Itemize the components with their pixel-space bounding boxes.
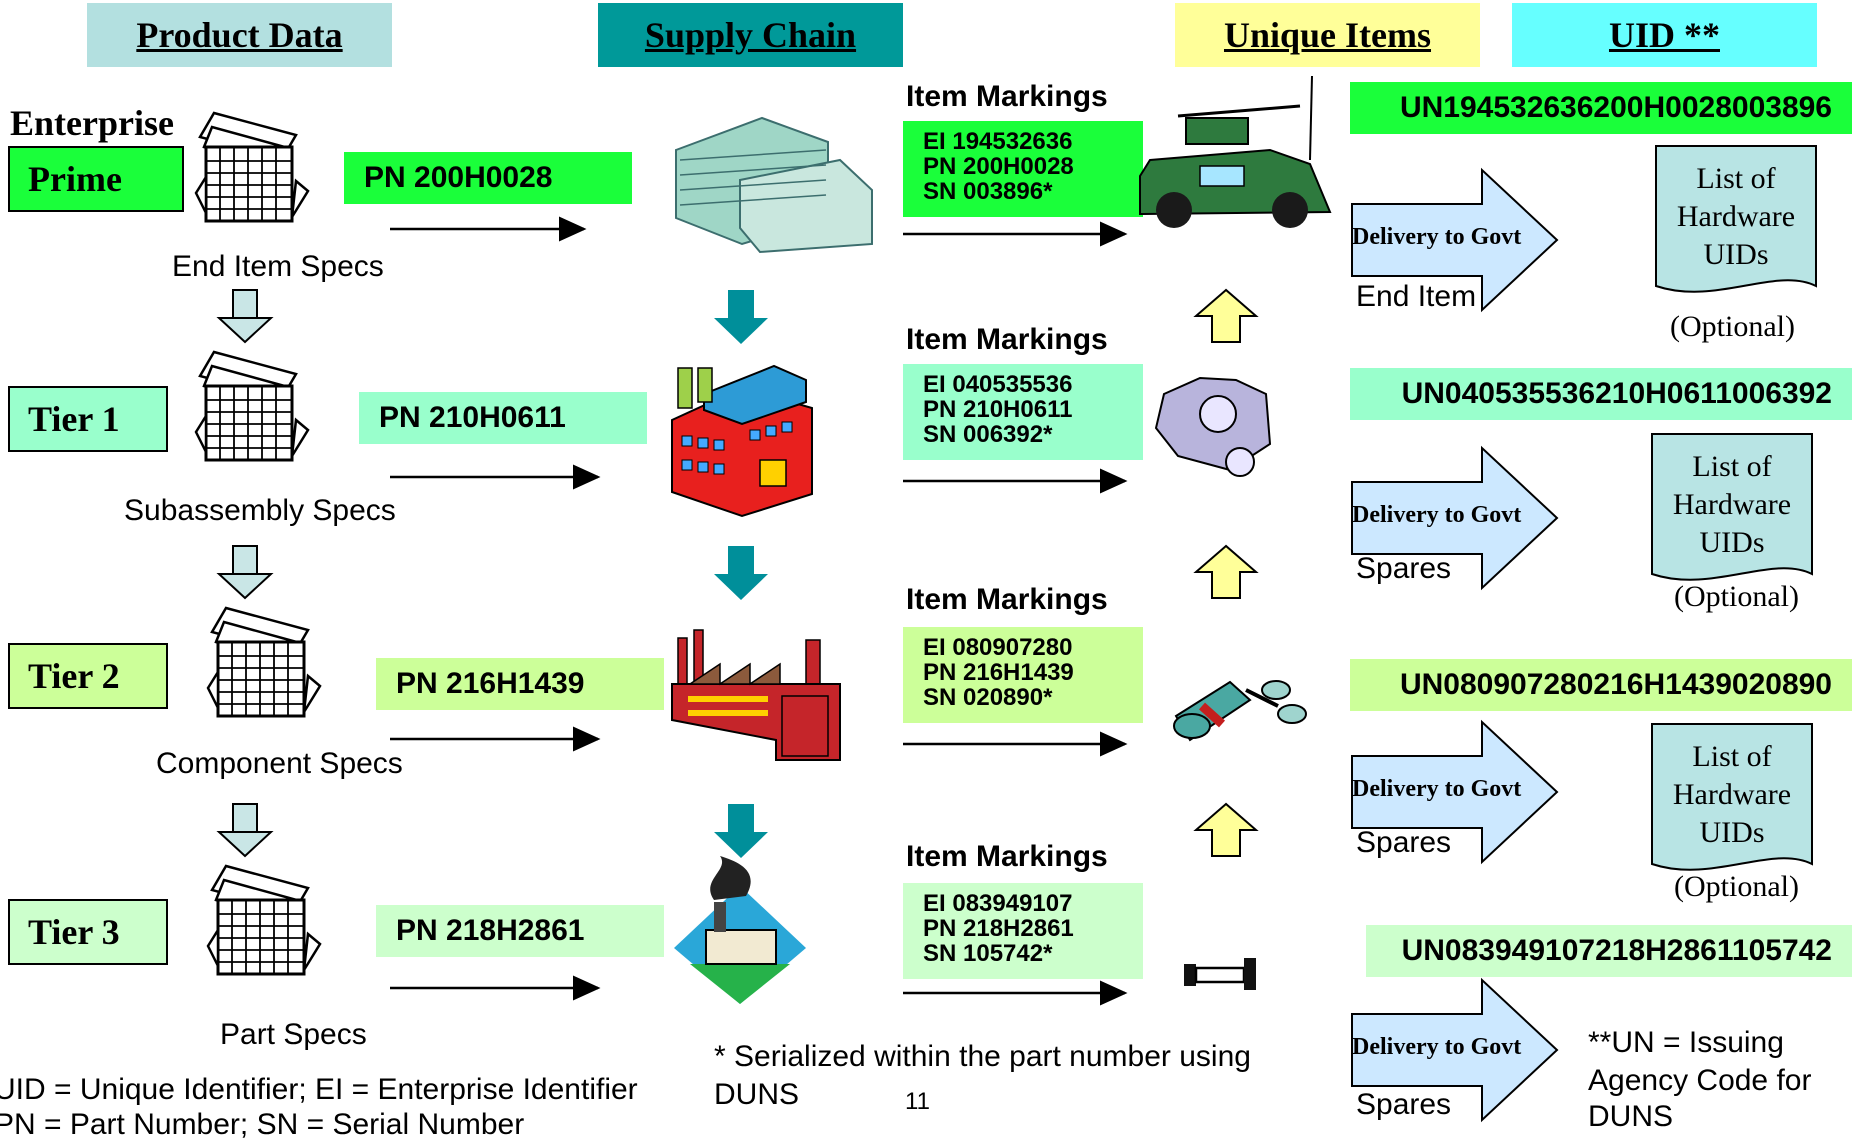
markings-title-tier2: Item Markings xyxy=(906,583,1108,616)
markings-box-tier3: EI 083949107 PN 218H2861 SN 105742* xyxy=(903,883,1143,979)
footnote-un-3: DUNS xyxy=(1588,1100,1674,1133)
optional-label-tier2: (Optional) xyxy=(1674,870,1799,903)
spec-label-end-item: End Item Specs xyxy=(172,250,384,283)
delivery-sub-prime: End Item xyxy=(1356,280,1477,313)
uid-strip-prime: UN194532636200H0028003896 xyxy=(1350,82,1852,134)
spec-label-part: Part Specs xyxy=(220,1018,367,1051)
header-supply-chain: Supply Chain xyxy=(598,3,903,67)
optional-label-prime: (Optional) xyxy=(1670,310,1795,343)
header-uid: UID ** xyxy=(1512,3,1817,67)
uid-strip-tier3: UN083949107218H2861105742 xyxy=(1366,925,1852,977)
pn-box-tier2: PN 216H1439 xyxy=(376,658,664,710)
uid-strip-tier1: UN040535536210H0611006392 xyxy=(1350,368,1852,420)
delivery-label-prime: Delivery to Govt xyxy=(1352,224,1522,250)
marking-ei: EI 040535536 xyxy=(923,371,1073,398)
marking-sn: SN 105742* xyxy=(923,940,1053,967)
hw-list-line3: UIDs xyxy=(1699,816,1765,849)
markings-box-prime: EI 194532636 PN 200H0028 SN 003896* xyxy=(903,121,1143,217)
spec-label-component: Component Specs xyxy=(156,747,403,780)
tier-box-tier3: Tier 3 xyxy=(8,899,168,965)
hw-list-line1: List of xyxy=(1692,450,1772,483)
marking-pn: PN 216H1439 xyxy=(923,659,1074,686)
hw-list-tier2: List of Hardware UIDs xyxy=(1652,738,1812,852)
marking-pn: PN 200H0028 xyxy=(923,153,1074,180)
delivery-sub-tier1: Spares xyxy=(1356,552,1452,585)
header-unique-items: Unique Items xyxy=(1175,3,1480,67)
enterprise-label: Enterprise xyxy=(10,103,174,143)
marking-sn: SN 020890* xyxy=(923,684,1053,711)
tier-box-prime: Prime xyxy=(8,146,184,212)
footnote-serialized-1: * Serialized within the part number usin… xyxy=(714,1040,1251,1073)
tier-box-tier1: Tier 1 xyxy=(8,386,168,452)
footnote-serialized-2: DUNS xyxy=(714,1078,800,1111)
delivery-label-tier3: Delivery to Govt xyxy=(1352,1034,1522,1060)
tier-box-tier2: Tier 2 xyxy=(8,643,168,709)
marking-sn: SN 003896* xyxy=(923,178,1053,205)
hw-list-line1: List of xyxy=(1696,162,1776,195)
marking-ei: EI 083949107 xyxy=(923,890,1073,917)
pn-box-tier1: PN 210H0611 xyxy=(359,392,647,444)
marking-ei: EI 194532636 xyxy=(923,128,1073,155)
markings-title-tier1: Item Markings xyxy=(906,323,1108,356)
pn-box-prime: PN 200H0028 xyxy=(344,152,632,204)
footnote-legend-uid: UID = Unique Identifier; EI = Enterprise… xyxy=(0,1073,638,1106)
delivery-sub-tier3: Spares xyxy=(1356,1088,1452,1121)
marking-pn: PN 218H2861 xyxy=(923,915,1074,942)
delivery-label-tier1: Delivery to Govt xyxy=(1352,502,1522,528)
footnote-un-2: Agency Code for xyxy=(1588,1064,1812,1097)
spec-label-subassembly: Subassembly Specs xyxy=(124,494,396,527)
markings-box-tier1: EI 040535536 PN 210H0611 SN 006392* xyxy=(903,364,1143,460)
footnote-legend-pn: PN = Part Number; SN = Serial Number xyxy=(0,1108,525,1141)
delivery-sub-tier2: Spares xyxy=(1356,826,1452,859)
markings-box-tier2: EI 080907280 PN 216H1439 SN 020890* xyxy=(903,627,1143,723)
hw-list-line3: UIDs xyxy=(1703,238,1769,271)
marking-sn: SN 006392* xyxy=(923,421,1053,448)
header-product-data: Product Data xyxy=(87,3,392,67)
hw-list-line3: UIDs xyxy=(1699,526,1765,559)
pn-box-tier3: PN 218H2861 xyxy=(376,905,664,957)
page-number: 11 xyxy=(905,1088,930,1115)
hw-list-prime: List of Hardware UIDs xyxy=(1656,160,1816,274)
marking-pn: PN 210H0611 xyxy=(923,396,1073,423)
hw-list-line2: Hardware xyxy=(1672,778,1792,811)
hw-list-line1: List of xyxy=(1692,740,1772,773)
hw-list-tier1: List of Hardware UIDs xyxy=(1652,448,1812,562)
footnote-un-1: **UN = Issuing xyxy=(1588,1026,1784,1059)
optional-label-tier1: (Optional) xyxy=(1674,580,1799,613)
markings-title-tier3: Item Markings xyxy=(906,840,1108,873)
uid-strip-tier2: UN080907280216H1439020890 xyxy=(1350,659,1852,711)
hw-list-line2: Hardware xyxy=(1676,200,1796,233)
delivery-label-tier2: Delivery to Govt xyxy=(1352,776,1522,802)
marking-ei: EI 080907280 xyxy=(923,634,1073,661)
hw-list-line2: Hardware xyxy=(1672,488,1792,521)
markings-title-prime: Item Markings xyxy=(906,80,1108,113)
